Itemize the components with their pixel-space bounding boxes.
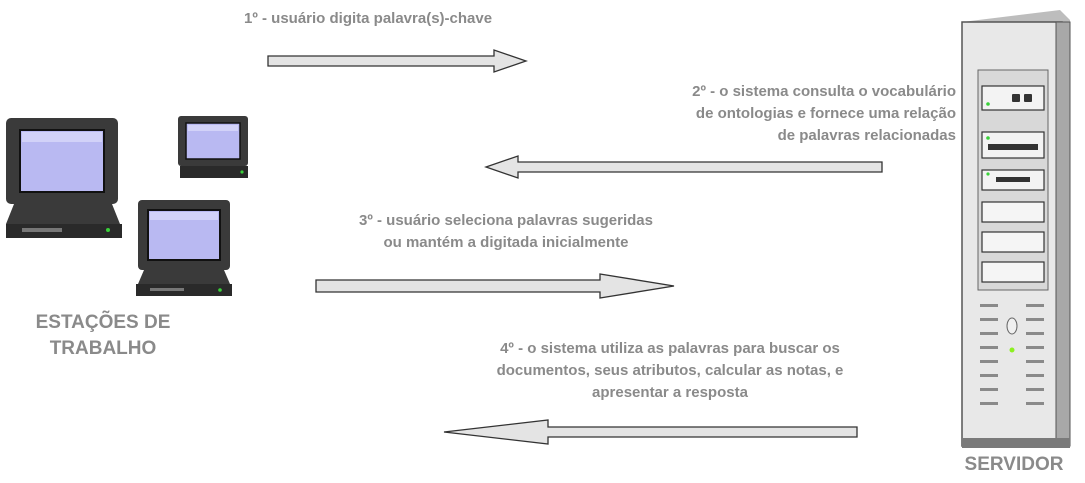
server-label: SERVIDOR xyxy=(964,454,1064,475)
server-icon xyxy=(961,10,1071,448)
step-4-line-3: apresentar a resposta xyxy=(592,384,748,401)
step-2-line-3: de palavras relacionadas xyxy=(777,127,956,144)
computer-icon xyxy=(6,118,122,238)
workstations-label-line-1: ESTAÇÕES DE xyxy=(35,312,171,333)
step-2-text: 2º - o sistema consulta o vocabulário de… xyxy=(556,81,956,147)
step-3-text: 3º - usuário seleciona palavras sugerida… xyxy=(268,210,744,254)
step-4-text: 4º - o sistema utiliza as palavras para … xyxy=(405,338,935,404)
step-1-line-1: 1º - usuário digita palavra(s)-chave xyxy=(244,10,493,27)
arrow-step-2 xyxy=(484,155,883,179)
step-4-line-2: documentos, seus atributos, calcular as … xyxy=(496,362,844,379)
step-3-line-2: ou mantém a digitada inicialmente xyxy=(383,234,629,251)
arrow-step-1 xyxy=(267,49,528,73)
step-4-line-1: 4º - o sistema utiliza as palavras para … xyxy=(500,340,840,357)
step-2-line-2: de ontologias e fornece uma relação xyxy=(695,105,956,122)
computer-icon xyxy=(136,200,232,296)
workstations-label: ESTAÇÕES DE TRABALHO xyxy=(0,310,206,362)
step-1-text: 1º - usuário digita palavra(s)-chave xyxy=(244,8,492,30)
arrow-step-4 xyxy=(443,419,858,445)
computer-icon xyxy=(178,116,248,178)
arrow-step-3 xyxy=(315,273,675,299)
step-2-line-1: 2º - o sistema consulta o vocabulário xyxy=(692,83,956,100)
step-3-line-1: 3º - usuário seleciona palavras sugerida… xyxy=(359,212,653,229)
workstations-label-line-2: TRABALHO xyxy=(49,338,157,359)
